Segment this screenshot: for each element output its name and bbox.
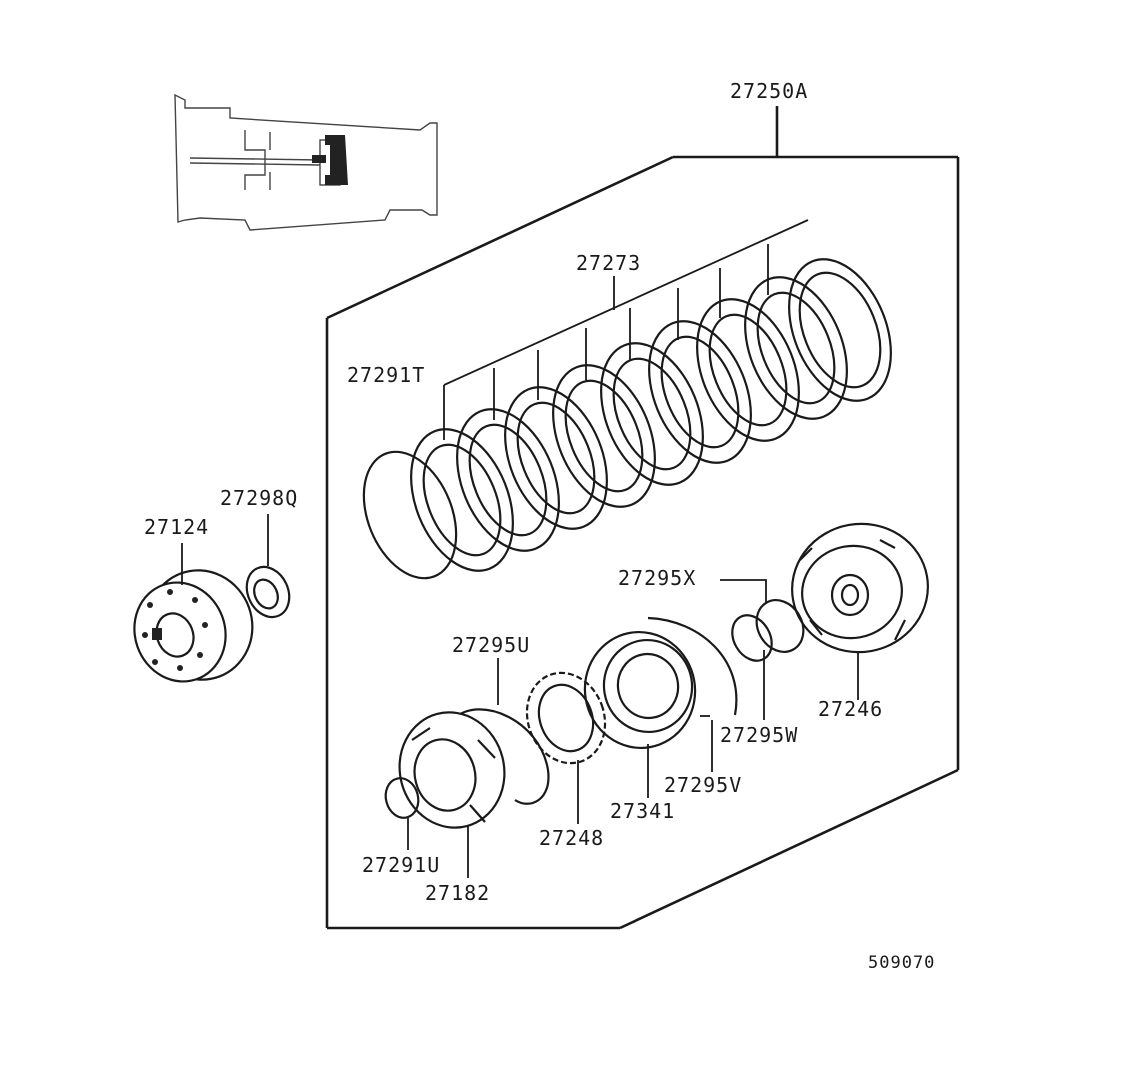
seal-rings xyxy=(720,579,805,720)
label-27182: 27182 xyxy=(425,881,490,905)
label-27295U: 27295U xyxy=(452,633,530,657)
label-27291T: 27291T xyxy=(347,363,425,387)
label-27273: 27273 xyxy=(576,251,641,275)
label-27295W: 27295W xyxy=(720,723,798,747)
label-27341: 27341 xyxy=(610,799,675,823)
assembly-bracket xyxy=(325,106,960,930)
label-27248: 27248 xyxy=(539,826,604,850)
label-27298Q: 27298Q xyxy=(220,486,298,510)
retainer-part xyxy=(384,711,506,878)
label-27291U: 27291U xyxy=(362,853,440,877)
seal-ring-u xyxy=(454,658,550,805)
reference-code: 509070 xyxy=(868,953,935,973)
label-27295X: 27295X xyxy=(618,566,696,590)
transmission-locator-thumbnail xyxy=(174,93,438,231)
drum-part xyxy=(791,522,929,700)
label-27246: 27246 xyxy=(818,697,883,721)
return-spring-part xyxy=(525,671,607,824)
clutch-plate-stack xyxy=(362,219,892,580)
label-27250A: 27250A xyxy=(730,79,808,103)
washer-part xyxy=(245,514,291,619)
hub-part xyxy=(133,543,254,683)
label-27124: 27124 xyxy=(144,515,209,539)
piston-part xyxy=(583,616,738,798)
label-27295V: 27295V xyxy=(664,773,742,797)
